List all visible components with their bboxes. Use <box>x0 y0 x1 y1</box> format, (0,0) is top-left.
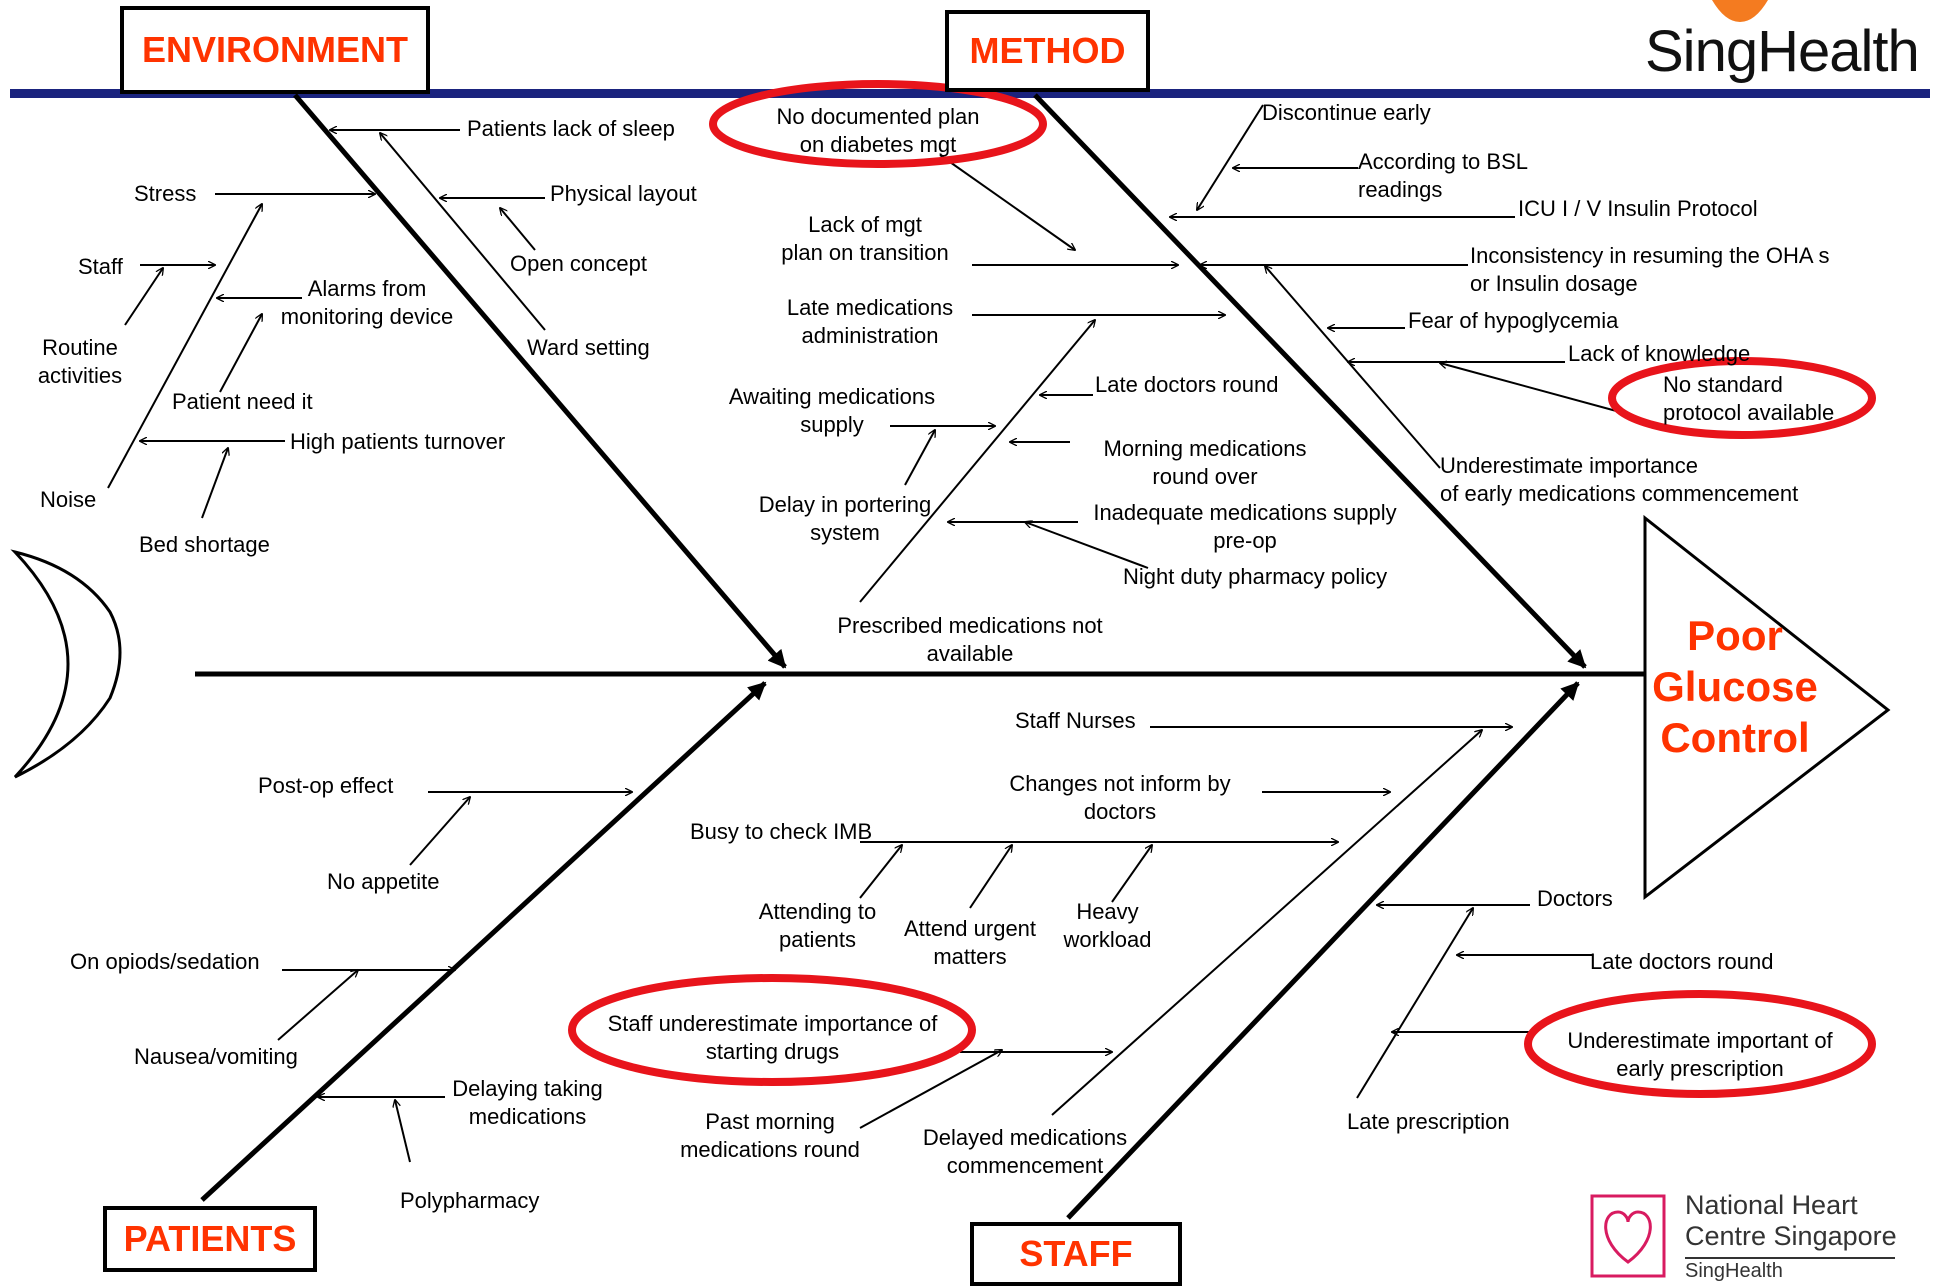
cause-underestimate-importance-early: Underestimate importance of early medica… <box>1440 453 1799 506</box>
cause-no-documented-plan: No documented plan on diabetes mgt <box>776 104 980 157</box>
cause-inadequate-medications-supply: Inadequate medications supply pre-op <box>1093 500 1397 553</box>
cause-underestimate-early-prescription: Underestimate important of early prescri… <box>1567 1028 1833 1081</box>
singhealth-logo: SingHealth <box>1645 19 1920 84</box>
cause-discontinue-early: Discontinue early <box>1262 100 1431 125</box>
category-environment: ENVIRONMENT <box>120 6 430 94</box>
cause-patient-need-it: Patient need it <box>172 389 313 414</box>
cause-on-opiods-sedation: On opiods/sedation <box>70 949 260 974</box>
cause-changes-not-informed: Changes not inform by doctors <box>1009 771 1231 824</box>
cause-late-doctors-round-method: Late doctors round <box>1095 372 1279 397</box>
cause-awaiting-medications-supply: Awaiting medications supply <box>728 384 936 437</box>
highlight-ring-staff-underestimate <box>568 974 976 1086</box>
cause-prescribed-medications-not-available: Prescribed medications not available <box>837 613 1103 666</box>
cause-bed-shortage: Bed shortage <box>139 532 270 557</box>
cause-attend-urgent-matters: Attend urgent matters <box>903 916 1037 969</box>
cause-past-morning-medications-round: Past morning medications round <box>680 1109 860 1162</box>
cause-nausea-vomiting: Nausea/vomiting <box>134 1044 298 1069</box>
cause-stress: Stress <box>134 181 197 206</box>
cause-inconsistency-resuming: Inconsistency in resuming the OHA s or I… <box>1470 243 1830 296</box>
cause-late-medications-administration: Late medications administration <box>786 295 954 348</box>
highlight-ring-no-documented-plan <box>709 80 1047 168</box>
fish-tail <box>10 549 122 779</box>
cause-high-patients-turnover: High patients turnover <box>290 429 506 454</box>
cause-late-prescription: Late prescription <box>1347 1109 1510 1134</box>
cause-routine-activities: Routine activities <box>37 335 123 388</box>
cause-ward-setting: Ward setting <box>527 335 650 360</box>
nhcs-heart-icon <box>1604 1210 1652 1264</box>
fish-head <box>1643 514 1891 901</box>
category-patients: PATIENTS <box>103 1206 317 1272</box>
highlight-ring-underestimate-prescription <box>1524 990 1876 1098</box>
cause-noise: Noise <box>40 487 97 512</box>
nhcs-logo-subtext: SingHealth <box>1685 1260 1783 1282</box>
cause-night-duty-pharmacy-policy: Night duty pharmacy policy <box>1123 564 1388 589</box>
cause-icu-protocol: ICU I / V Insulin Protocol <box>1518 196 1758 221</box>
cause-doctors: Doctors <box>1537 886 1613 911</box>
cause-open-concept: Open concept <box>510 251 647 276</box>
category-method: METHOD <box>945 10 1150 92</box>
effect-label: Poor Glucose Control <box>1652 612 1818 761</box>
cause-arrows <box>107 104 1621 1163</box>
cause-polypharmacy: Polypharmacy <box>400 1188 540 1213</box>
cause-late-doctors-round-staff: Late doctors round <box>1590 949 1774 974</box>
cause-no-appetite: No appetite <box>327 869 440 894</box>
cause-heavy-workload: Heavy workload <box>1063 899 1152 952</box>
cause-delayed-medications-commencement: Delayed medications commencement <box>922 1125 1128 1178</box>
cause-alarms: Alarms from monitoring device <box>280 276 454 329</box>
cause-attending-to-patients: Attending to patients <box>758 899 877 952</box>
highlight-rings <box>568 80 1876 1098</box>
nhcs-logo-mark <box>1590 1194 1666 1278</box>
cause-morning-medications-round-over: Morning medications round over <box>1103 436 1307 489</box>
cause-staff-underestimate-starting-drugs: Staff underestimate importance of starti… <box>607 1011 938 1064</box>
cause-delay-in-portering: Delay in portering system <box>758 492 932 545</box>
cause-lack-of-mgt-plan: Lack of mgt plan on transition <box>781 212 949 265</box>
category-staff: STAFF <box>970 1222 1182 1286</box>
singhealth-logo-mark <box>1712 0 1768 22</box>
cause-delaying-taking-medications: Delaying taking medications <box>452 1076 603 1129</box>
cause-patients-lack-of-sleep: Patients lack of sleep <box>467 116 675 141</box>
cause-no-standard-protocol: No standard protocol available <box>1663 372 1835 425</box>
main-bones <box>200 93 1587 1220</box>
cause-staff-nurses: Staff Nurses <box>1015 708 1136 733</box>
cause-according-to-bsl: According to BSL readings <box>1358 149 1528 202</box>
cause-post-op-effect: Post-op effect <box>258 773 394 798</box>
highlight-ring-no-standard-protocol <box>1608 357 1876 439</box>
cause-staff: Staff <box>78 254 123 279</box>
cause-busy-to-check-imb: Busy to check IMB <box>690 819 873 844</box>
cause-lack-of-knowledge: Lack of knowledge <box>1568 341 1751 366</box>
cause-physical-layout: Physical layout <box>550 181 697 206</box>
cause-fear-of-hypoglycemia: Fear of hypoglycemia <box>1408 308 1619 333</box>
